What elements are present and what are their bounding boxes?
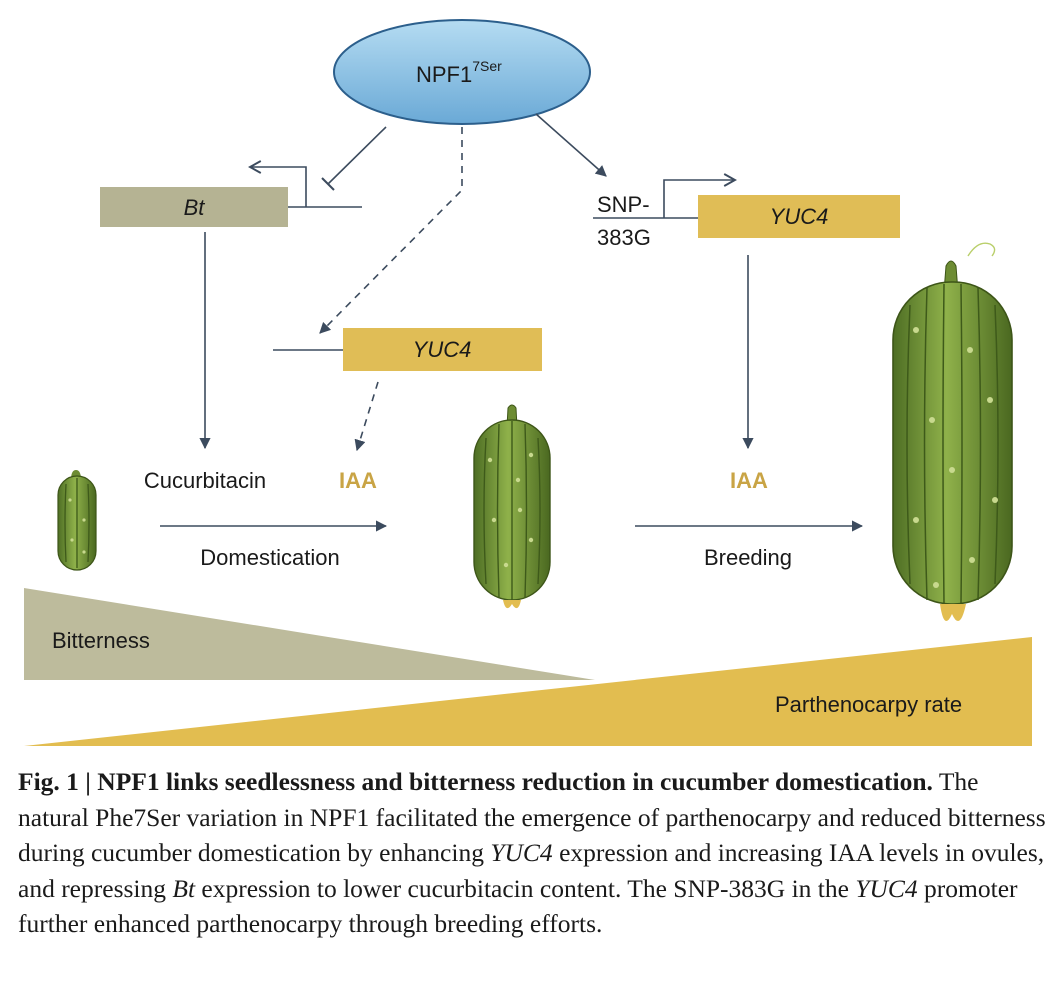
caption-fig-number: Fig. 1 | [18, 767, 98, 796]
parthenocarpy-wedge [24, 637, 1032, 746]
caption-text-3: expression to lower cucurbitacin content… [195, 873, 856, 903]
yuc4-transcription-arrow [663, 173, 737, 218]
wild-cucumber-illustration [57, 470, 97, 571]
figure-caption: Fig. 1 | NPF1 links seedlessness and bit… [18, 764, 1048, 942]
caption-text-2: expression and increasing IAA levels in … [18, 838, 1045, 903]
breeding-label: Breeding [704, 545, 792, 570]
domestication-label: Domestication [200, 545, 339, 570]
bt-gene-label: Bt [184, 195, 206, 220]
caption-italic-yuc4-promoter: YUC4 [855, 873, 918, 903]
snp-label-line1: SNP- [597, 192, 650, 217]
npf1-label: NPF1 [416, 62, 472, 87]
yuc4-to-iaa-dashed-arrow [354, 381, 379, 452]
snp-label-line2: 383G [597, 225, 651, 250]
npf1-diagram: Bitterness Parthenocarpy rate NPF17Ser B… [24, 19, 1032, 746]
npf1-to-yuc4-dashed-arrow [319, 127, 463, 334]
inhibition-arrow [327, 126, 387, 185]
caption-italic-yuc4: YUC4 [490, 838, 553, 867]
domesticated-cucumber-illustration [473, 404, 551, 609]
bitterness-wedge [24, 588, 595, 680]
bt-gene-box [100, 187, 288, 227]
cucurbitacin-label: Cucurbitacin [144, 468, 266, 493]
caption-text-4: promoter further enhanced parthenocarpy … [18, 873, 1018, 939]
caption-italic-bt: Bt [172, 873, 196, 903]
caption-text-1: The natural Phe7Ser variation in NPF1 fa… [18, 767, 1046, 867]
caption-title: NPF1 links seedlessness and bitterness r… [97, 767, 933, 796]
npf1-to-snp-arrow [535, 113, 607, 177]
yuc4-gene-label-right: YUC4 [770, 204, 829, 229]
npf1-superscript: 7Ser [472, 58, 502, 74]
bt-transcription-arrow [248, 160, 307, 207]
iaa-label-left: IAA [339, 468, 377, 493]
yuc4-gene-box-right [698, 195, 900, 238]
svg-text:NPF17Ser: NPF17Ser [416, 58, 502, 87]
yuc4-gene-box-left [343, 328, 542, 371]
parthenocarpy-rate-label: Parthenocarpy rate [775, 692, 962, 717]
npf1-node: NPF17Ser [333, 19, 591, 125]
bitterness-label: Bitterness [52, 628, 150, 653]
bred-cucumber-illustration [892, 242, 1013, 622]
yuc4-gene-label-left: YUC4 [413, 337, 472, 362]
iaa-label-right: IAA [730, 468, 768, 493]
